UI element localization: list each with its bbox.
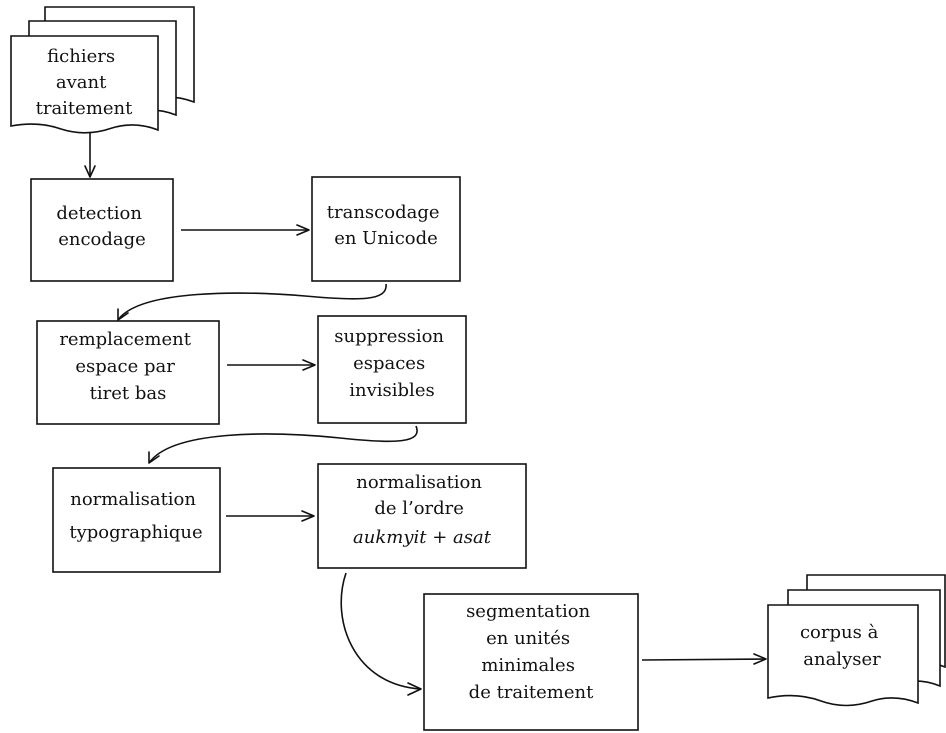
detection-label: detection encodage [56,203,147,250]
detection-label-line-2: encodage [58,229,146,250]
output-document-front [767,604,919,707]
connector-remplacement-to-suppression [227,359,316,371]
connector-typographique-to-ordre [226,510,315,522]
remplacement-box [36,320,220,425]
ordre-label-line-2: de l’ordre [374,498,464,519]
segmentation-label-line-2: en unités [486,628,570,649]
remplacement-label-line-3: tiret bas [90,383,167,404]
input-documents: fichiers avant traitement [10,6,195,134]
connector-transcodage-to-remplacement-line [117,283,387,321]
remplacement-label-line-2: espace par [75,356,175,377]
detection-label-line-1: detection [56,203,142,224]
arrowhead-remplacement-to-suppression [302,359,316,371]
ordre-label-line-1: normalisation [356,472,482,493]
connector-transcodage-to-remplacement [117,283,387,321]
input-documents-label: fichiers avant traitement [36,46,134,119]
segmentation-label: segmentation en unités minimales de trai… [466,601,596,703]
segmentation-label-line-1: segmentation [466,601,591,622]
input-document-front [10,35,159,134]
input-label-line-3: traitement [36,98,134,119]
output-documents-label: corpus à analyser [800,622,884,670]
connector-detection-to-transcodage [181,224,310,236]
step-segmentation: segmentation en unités minimales de trai… [423,593,639,731]
suppression-label-line-3: invisibles [349,380,434,401]
segmentation-box [423,593,639,731]
arrowhead-suppression-to-typographique [148,451,160,464]
output-label-line-1: corpus à [800,622,879,643]
connector-suppression-to-typographique [148,425,418,464]
step-normalisation-ordre: normalisation de l’ordre aukmyit + asat [317,463,527,569]
connector-ordre-to-segmentation [340,572,422,696]
typographique-box [52,467,221,573]
transcodage-label: transcodage en Unicode [327,202,445,249]
step-detection-encodage: detection encodage [30,178,174,282]
typographique-label: normalisation typographique [69,489,202,543]
arrowhead-typographique-to-ordre [301,510,315,522]
typographique-label-line-1: normalisation [70,489,196,510]
connector-input-to-detection [84,133,96,178]
suppression-label-line-1: suppression [334,326,444,347]
transcodage-box [311,176,461,282]
step-suppression-espaces: suppression espaces invisibles [317,315,467,424]
connector-segmentation-to-corpus [641,653,767,665]
suppression-box [317,315,467,424]
ordre-label: normalisation de l’ordre aukmyit + asat [353,472,492,548]
segmentation-label-line-4: de traitement [469,682,594,703]
output-documents: corpus à analyser [767,574,946,707]
segmentation-label-line-3: minimales [481,655,575,676]
typographique-label-line-2: typographique [69,522,202,543]
step-remplacement-espace: remplacement espace par tiret bas [36,320,220,425]
arrowhead-detection-to-transcodage [296,224,310,236]
remplacement-label-line-1: remplacement [59,329,191,350]
arrowhead-transcodage-to-remplacement [117,308,129,321]
ordre-box [317,463,527,569]
input-label-line-1: fichiers [47,46,115,67]
step-normalisation-typographique: normalisation typographique [52,467,221,573]
connector-suppression-to-typographique-line [148,425,418,464]
arrowhead-input-to-detection [84,165,96,178]
output-label-line-2: analyser [803,649,881,670]
connector-ordre-to-segmentation-line [340,572,422,690]
arrowhead-ordre-to-segmentation [407,682,422,696]
step-transcodage: transcodage en Unicode [311,176,461,282]
transcodage-label-line-2: en Unicode [334,228,438,249]
remplacement-label: remplacement espace par tiret bas [59,329,196,404]
suppression-label: suppression espaces invisibles [334,326,450,401]
input-label-line-2: avant [56,72,107,93]
transcodage-label-line-1: transcodage [327,202,440,223]
connector-segmentation-to-corpus-line [641,658,767,661]
ordre-label-line-3: aukmyit + asat [353,527,492,548]
detection-box [30,178,174,282]
suppression-label-line-2: espaces [353,353,425,374]
arrowhead-segmentation-to-corpus [753,653,767,665]
